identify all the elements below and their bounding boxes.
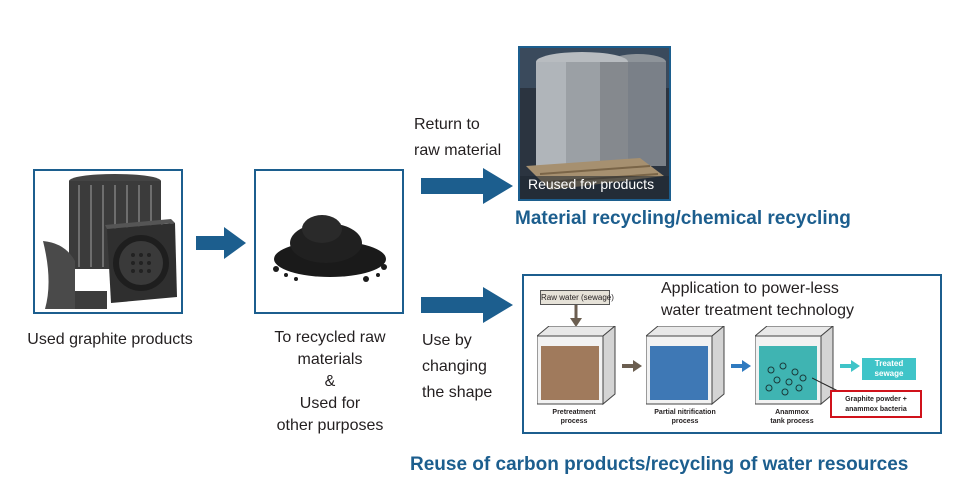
tank-label: Pretreatment process	[524, 408, 624, 426]
material-recycling-heading: Material recycling/chemical recycling	[515, 208, 851, 229]
graphite-block-photo	[520, 48, 669, 199]
callout-line: Graphite powder +	[845, 396, 907, 403]
raw-water-label: Raw water (sewage)	[540, 290, 614, 305]
treated-sewage-line: sewage	[874, 369, 904, 378]
partial-nitrification-tank	[646, 326, 725, 406]
graphite-bacteria-callout: Graphite powder + anammox bacteria	[830, 390, 922, 418]
tank-label: Anammox tank process	[742, 408, 842, 426]
stage2-caption-line: materials	[297, 351, 363, 368]
bottom-arrow-label-line: Use by	[422, 332, 472, 349]
bottom-arrow-label-line: changing	[422, 358, 487, 375]
stage2-caption-line: &	[324, 373, 336, 390]
graphite-block-photo-frame: Reused for products	[518, 46, 671, 201]
anammox-tank	[755, 326, 834, 406]
tank-label-line: tank process	[770, 418, 814, 425]
tank-label-line: Partial nitrification	[654, 409, 716, 416]
tank-label-line: process	[560, 418, 588, 425]
flow-arrow-1	[622, 360, 642, 372]
process-title: Application to power-less water treatmen…	[661, 278, 854, 322]
graphite-products-photo	[35, 171, 181, 312]
top-arrow-label: Return to raw material	[414, 112, 501, 164]
photo-overlay-text: Reused for products	[528, 176, 655, 192]
stage1-caption: Used graphite products	[27, 331, 193, 348]
treated-sewage-box: Treated sewage	[862, 358, 916, 380]
pretreatment-tank	[537, 326, 616, 406]
water-resources-heading: Reuse of carbon products/recycling of wa…	[410, 454, 909, 475]
stage2-caption: To recycled raw materials & Used for oth…	[240, 327, 420, 437]
raw-water-down-arrow	[570, 305, 582, 327]
process-title-line: water treatment technology	[661, 302, 854, 319]
callout-leader	[812, 377, 841, 393]
arrow-to-water-treatment	[421, 287, 513, 323]
process-title-line: Application to power-less	[661, 280, 839, 297]
bottom-arrow-label: Use by changing the shape	[422, 328, 492, 406]
stage2-caption-line: other purposes	[276, 417, 384, 434]
arrow-stage1-to-stage2	[196, 227, 246, 259]
stage2-caption-line: Used for	[299, 395, 361, 412]
tank-label-line: Pretreatment	[552, 409, 596, 416]
water-treatment-panel: Application to power-less water treatmen…	[522, 274, 942, 434]
flow-arrow-3	[840, 360, 860, 372]
tank-label: Partial nitrification process	[630, 408, 740, 426]
flow-arrow-2	[731, 360, 751, 372]
callout-line: anammox bacteria	[845, 406, 907, 413]
arrow-to-material-recycling	[421, 168, 513, 204]
used-graphite-photo-frame	[33, 169, 183, 314]
top-arrow-label-line: Return to	[414, 116, 480, 133]
tank-label-line: process	[671, 418, 699, 425]
carbon-powder-photo-frame	[254, 169, 404, 314]
tank-label-line: Anammox	[775, 409, 809, 416]
stage2-caption-line: To recycled raw	[274, 329, 386, 346]
bottom-arrow-label-line: the shape	[422, 384, 493, 401]
carbon-powder-photo	[256, 171, 402, 312]
treated-sewage-line: Treated	[874, 359, 904, 368]
top-arrow-label-line: raw material	[414, 142, 502, 159]
